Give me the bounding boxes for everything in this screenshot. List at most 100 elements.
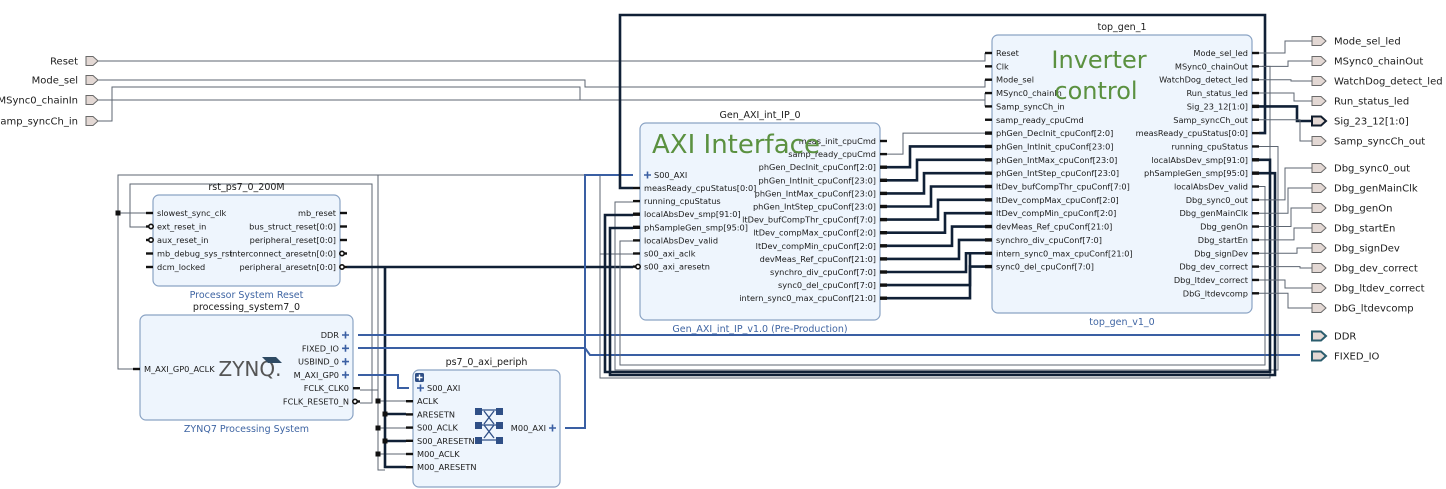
block-body[interactable] [139,314,354,421]
output-port-mode-sel-led[interactable]: Mode_sel_led [1311,36,1401,48]
pin-mode-sel-led[interactable]: Mode_sel_led [1193,48,1259,58]
net-localabsdev-smp[interactable] [603,158,1272,374]
pin-msync0-chainin[interactable]: MSync0_chainIn [985,88,1062,98]
interface-plus-icon[interactable] [342,358,349,366]
pin-measready-cpustatus[interactable]: measReady_cpuStatus[0:0] [633,183,756,193]
pin-phgen-intinit-cpuconf[interactable]: phGen_IntInit_cpuConf[23:0] [985,141,1114,151]
net-fclk-clk0[interactable] [117,174,379,391]
pin-running-cpustatus[interactable]: running_cpuStatus [1171,141,1259,151]
pin-localabsdev-valid[interactable]: localAbsDev_valid [633,235,718,245]
output-port-dbg-ltdev-correct[interactable]: Dbg_ltdev_correct [1311,283,1425,295]
pin-peripheral-aresetn[interactable]: peripheral_aresetn[0:0] [239,262,347,272]
net-cpuconf-2[interactable] [887,145,985,169]
pin-sync0-del-cpuconf[interactable]: sync0_del_cpuConf[7:0] [985,262,1094,272]
output-port-watchdog-detect-led[interactable]: WatchDog_detect_led [1311,76,1443,88]
pin-fixed-io[interactable]: FIXED_IO [302,343,349,353]
net-samp-syncch-in[interactable] [98,86,986,122]
pin-s00-axi[interactable]: S00_AXI [417,383,460,393]
pin-ltdev-bufcompthr-cpuconf[interactable]: ltDev_bufCompThr_cpuConf[7:0] [742,215,887,225]
net-m-axi-gp0[interactable] [358,374,409,389]
block-top-gen-1[interactable]: top_gen_1top_gen_v1_0ResetClkMode_selMSy… [985,22,1259,328]
pin-reset[interactable]: Reset [985,48,1020,58]
pin-phgen-decinit-cpuconf[interactable]: phGen_DecInit_cpuConf[2:0] [759,162,887,172]
input-port-reset[interactable]: Reset [50,56,99,68]
pin-slowest-sync-clk[interactable]: slowest_sync_clk [146,208,227,218]
pin-m00-aclk[interactable]: M00_ACLK [406,449,460,459]
net-cpuconf-9[interactable] [887,238,985,261]
pin-phgen-decinit-cpuconf[interactable]: phGen_DecInit_cpuConf[2:0] [985,128,1113,138]
pin-mb-reset[interactable]: mb_reset [298,208,347,218]
pin-localabsdev-smp[interactable]: localAbsDev_smp[91:0] [1151,155,1259,165]
block-body[interactable] [639,122,881,321]
pin-peripheral-reset[interactable]: peripheral_reset[0:0] [250,235,347,245]
input-port-mode-sel[interactable]: Mode_sel [32,75,99,87]
net-fclk-clk0-ps[interactable] [117,213,133,370]
net-watchdog-detect-led[interactable] [1259,79,1312,82]
net-cpuconf-5[interactable] [887,185,985,208]
pin-dbg-ltdevcomp[interactable]: DbG_ltdevcomp [1183,288,1259,298]
pin-s00-axi[interactable]: S00_AXI [644,170,687,180]
pin-dbg-sync0-out[interactable]: Dbg_sync0_out [1186,195,1259,205]
pin-dbg-starten[interactable]: Dbg_startEn [1198,235,1259,245]
output-port-dbg-signdev[interactable]: Dbg_signDev [1311,243,1400,255]
pin-s00-aclk[interactable]: S00_ACLK [406,423,458,433]
pin-interconnect-aresetn[interactable]: interconnect_aresetn[0:0] [230,249,347,259]
pin-m00-aresetn[interactable]: M00_ARESETN [406,462,477,472]
pin-ddr[interactable]: DDR [321,330,349,340]
pin-devmeas-ref-cpuconf[interactable]: devMeas_Ref_cpuConf[21:0] [985,222,1112,232]
pin-phsamplegen-smp[interactable]: phSampleGen_smp[95:0] [633,222,748,232]
net-fixed-io[interactable] [358,347,1300,356]
interface-plus-icon[interactable] [342,371,349,379]
output-port-msync0-chainout[interactable]: MSync0_chainOut [1311,56,1423,68]
pin-dcm-locked[interactable]: dcm_locked [146,262,205,272]
pin-watchdog-detect-led[interactable]: WatchDog_detect_led [1159,75,1259,85]
pin-measready-cpustatus[interactable]: measReady_cpuStatus[0:0] [1136,128,1259,138]
net-run-status-led[interactable] [1259,92,1312,102]
output-port-samp-syncch-out[interactable]: Samp_syncCh_out [1311,136,1425,148]
interface-plus-icon[interactable] [342,344,349,352]
interface-plus-icon[interactable] [417,384,424,392]
net-dbg-ltdev-correct[interactable] [1259,279,1312,289]
block-ps7-0-axi-periph[interactable]: ps7_0_axi_periphS00_AXIACLKARESETNS00_AC… [406,357,561,488]
input-port-samp-syncch-in[interactable]: Samp_syncCh_in [0,116,99,128]
pin-phgen-intstep-cpuconf[interactable]: phGen_IntStep_cpuConf[23:0] [753,202,887,212]
output-port-dbg-sync0-out[interactable]: Dbg_sync0_out [1311,163,1410,175]
net-msync0-chainout[interactable] [1259,60,1312,67]
interface-plus-icon[interactable] [342,331,349,339]
pin-aresetn[interactable]: ARESETN [406,409,455,419]
net-sig-23-12[interactable] [1259,105,1312,123]
net-cpuconf-4[interactable] [887,171,985,195]
pin-mb-debug-sys-rst[interactable]: mb_debug_sys_rst [146,249,233,259]
pin-phgen-intstep-cpuconf[interactable]: phGen_IntStep_cpuConf[23:0] [985,168,1119,178]
pin-aux-reset-in[interactable]: aux_reset_in [146,235,208,245]
pin-samp-ready-cpucmd[interactable]: samp_ready_cpuCmd [985,115,1084,125]
pin-devmeas-ref-cpuconf[interactable]: devMeas_Ref_cpuConf[21:0] [760,254,887,264]
pin-m-axi-gp0[interactable]: M_AXI_GP0 [294,370,349,380]
pin-ext-reset-in[interactable]: ext_reset_in [146,222,206,232]
pin-synchro-div-cpuconf[interactable]: synchro_div_cpuConf[7:0] [985,235,1102,245]
pin-intern-sync0-max-cpuconf[interactable]: intern_sync0_max_cpuConf[21:0] [985,248,1133,258]
net-cpuconf-1[interactable] [887,132,985,155]
pin-dbg-signdev[interactable]: Dbg_signDev [1194,248,1259,258]
pin-phgen-intmax-cpuconf[interactable]: phGen_IntMax_cpuConf[23:0] [755,188,887,198]
pin-aclk[interactable]: ACLK [406,396,439,406]
net-aresetn-periph[interactable] [383,267,406,469]
pin-localabsdev-valid[interactable]: localAbsDev_valid [1174,182,1259,192]
net-localabsdev-valid[interactable] [619,186,1266,366]
net-running-cpustatus[interactable] [614,145,1279,371]
pin-m-axi-gp0-aclk[interactable]: M_AXI_GP0_ACLK [133,364,215,374]
pin-dbg-genon[interactable]: Dbg_genOn [1200,222,1259,232]
pin-sig-23-12[interactable]: Sig_23_12[1:0] [1187,101,1259,111]
output-port-sig-23-12[interactable]: Sig_23_12[1:0] [1311,115,1409,128]
net-fclk-reset0-n[interactable] [129,183,373,404]
pin-fclk-reset0-n[interactable]: FCLK_RESET0_N [283,397,360,407]
pin-synchro-div-cpuconf[interactable]: synchro_div_cpuConf[7:0] [770,267,887,277]
net-dbg-dev-correct[interactable] [1259,266,1312,269]
pin-dbg-dev-correct[interactable]: Dbg_dev_correct [1179,262,1259,272]
net-mode-sel-led[interactable] [1259,40,1312,54]
output-port-run-status-led[interactable]: Run_status_led [1311,96,1409,108]
input-port-msync0-chainin[interactable]: MSync0_chainIn [0,95,99,107]
output-port-dbg-starten[interactable]: Dbg_startEn [1311,223,1395,235]
